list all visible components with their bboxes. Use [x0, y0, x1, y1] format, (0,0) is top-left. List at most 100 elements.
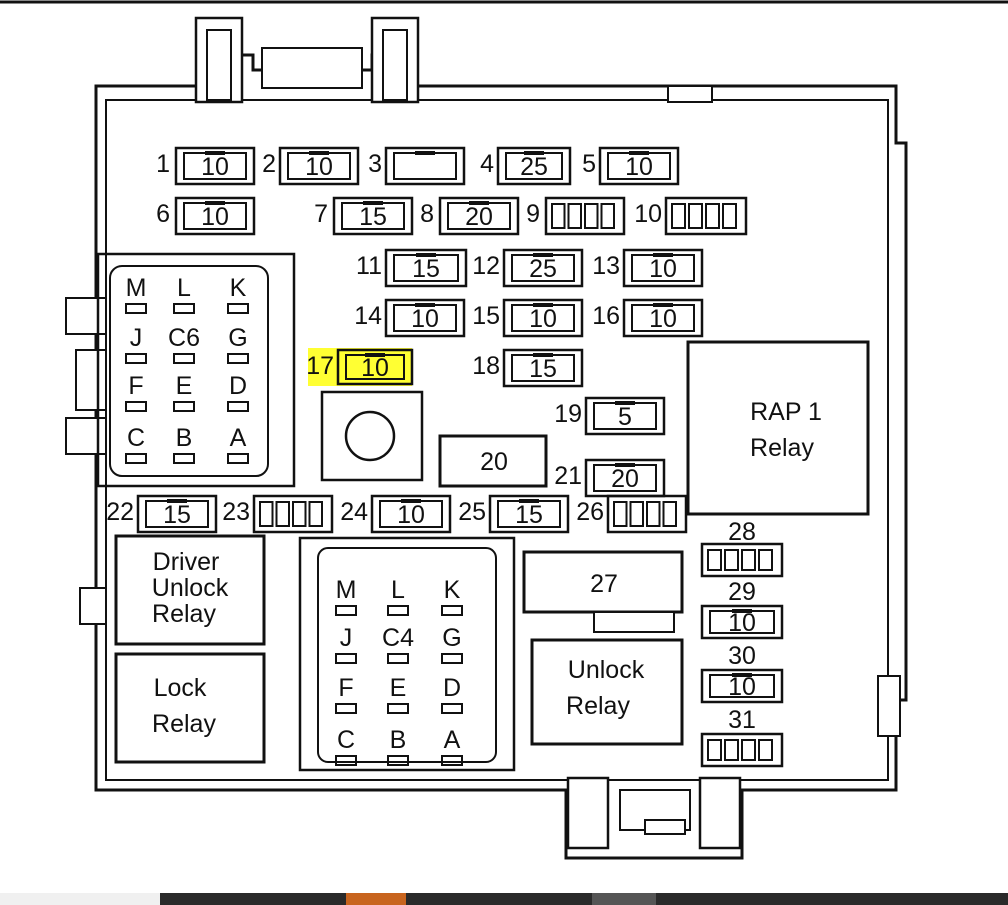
fuse-23-number: 23: [222, 498, 250, 526]
c6-pin-socket: [173, 303, 195, 314]
c6-pin-F: F: [128, 372, 143, 400]
c4-pin-socket: [441, 703, 463, 714]
fuse-9-outer: [544, 196, 626, 236]
left-clip-upper: [65, 297, 107, 335]
fuse-17-number: 17: [306, 352, 334, 380]
c6-pin-A: A: [230, 424, 247, 452]
c6-pin-C: C: [127, 424, 145, 452]
fuse-22-number: 22: [106, 498, 134, 526]
fuse-2-rating: 10: [305, 153, 333, 181]
fuse-26-slot-terminal: [629, 501, 644, 527]
mounting-bolt-base: [320, 390, 424, 482]
c6-pin-L: L: [177, 274, 191, 302]
fuse-31-slot-terminal: [741, 739, 756, 761]
fuse-9-number: 9: [526, 200, 540, 228]
c4-pin-socket: [335, 755, 357, 766]
c6-pin-socket: [227, 453, 249, 464]
fuse-28-slot-terminal: [707, 549, 722, 571]
fuse-6-outer: [174, 196, 256, 236]
c6-pin-socket: [173, 401, 195, 412]
relay-driver-unlock-line3: Relay: [152, 600, 216, 628]
fuse-4-rating: 25: [520, 153, 548, 181]
fuse-9: 9: [526, 196, 626, 236]
fuse-1-number: 1: [156, 150, 170, 178]
fuse-18-rating: 15: [529, 355, 557, 383]
fuse-31-slot-terminal: [758, 739, 773, 761]
c6-pin-J: J: [130, 324, 143, 352]
fuse-25-outer: [488, 494, 570, 534]
fuse-23-slot-terminal: [259, 501, 274, 527]
c4-pin-L: L: [391, 576, 405, 604]
relay-rap1-line1: RAP 1: [750, 398, 822, 426]
fuse-14-outer: [384, 298, 466, 338]
bottom-latch-left: [566, 776, 610, 850]
c4-pin-A: A: [444, 726, 461, 754]
c4-pin-socket: [387, 755, 409, 766]
fuse-28-number: 28: [728, 518, 756, 546]
fuse-23-outer: [252, 494, 334, 534]
top-latch-right-inner: [382, 29, 408, 101]
left-clip-middle: [75, 349, 107, 411]
fuse-4-outer: [496, 146, 572, 186]
c4-pin-socket: [387, 605, 409, 616]
bottom-bar-segment: [656, 893, 1008, 905]
fuse-15-rating: 10: [529, 305, 557, 333]
right-clip-lower: [877, 675, 901, 737]
fuse-30-rating: 10: [728, 673, 756, 701]
c4-pin-socket: [387, 703, 409, 714]
relay-driver-unlock-line2: Unlock: [152, 574, 229, 602]
c6-pin-socket: [227, 401, 249, 412]
fuse-7-outer: [332, 196, 414, 236]
fuse-18-number: 18: [472, 352, 500, 380]
relay-unlock-box: [530, 638, 684, 746]
c6-pin-D: D: [229, 372, 247, 400]
fuse-9-slot-terminal: [551, 203, 566, 229]
fuse-27-number: 27: [590, 570, 618, 598]
bottom-color-bar: [0, 893, 1008, 905]
fuse-23-slot-terminal: [292, 501, 307, 527]
c6-pin-label: C6: [168, 324, 200, 352]
fuse-31: 31: [700, 706, 784, 768]
fuse-29-number: 29: [728, 578, 756, 606]
maxi-fuse-27-box: [522, 550, 684, 614]
fuse-5: 5 10: [582, 146, 680, 186]
fuse-16-rating: 10: [649, 305, 677, 333]
fuse-5-rating: 10: [625, 153, 653, 181]
fuse-26-slot-terminal: [662, 501, 677, 527]
relay-driver-unlock-line1: Driver: [153, 548, 220, 576]
c4-pin-K: K: [444, 576, 461, 604]
c6-pin-socket: [125, 401, 147, 412]
fuse-28-slot-terminal: [758, 549, 773, 571]
fuse-31-slot-terminal: [707, 739, 722, 761]
fuse-10-outer: [664, 196, 748, 236]
c4-pin-G: G: [442, 624, 461, 652]
bottom-bar-segment: [160, 893, 346, 905]
fuse-26-slot-terminal: [613, 501, 628, 527]
fuse-24-number: 24: [340, 498, 368, 526]
fuse-1-rating: 10: [201, 153, 229, 181]
fuse-23: 23: [222, 494, 334, 534]
bottom-latch-right: [698, 776, 742, 850]
fuse-21-rating: 20: [611, 465, 639, 493]
connector-c6-body: [109, 265, 269, 477]
fuse-30-outer: [700, 668, 784, 704]
fuse-5-number: 5: [582, 150, 596, 178]
fuse-14-rating: 10: [411, 305, 439, 333]
left-clip-bottom: [79, 587, 107, 625]
relay-lock-box: [114, 652, 266, 764]
fuse-13-rating: 10: [649, 255, 677, 283]
bottom-bar-segment: [592, 893, 656, 905]
fuse-10-slot-terminal: [705, 203, 720, 229]
